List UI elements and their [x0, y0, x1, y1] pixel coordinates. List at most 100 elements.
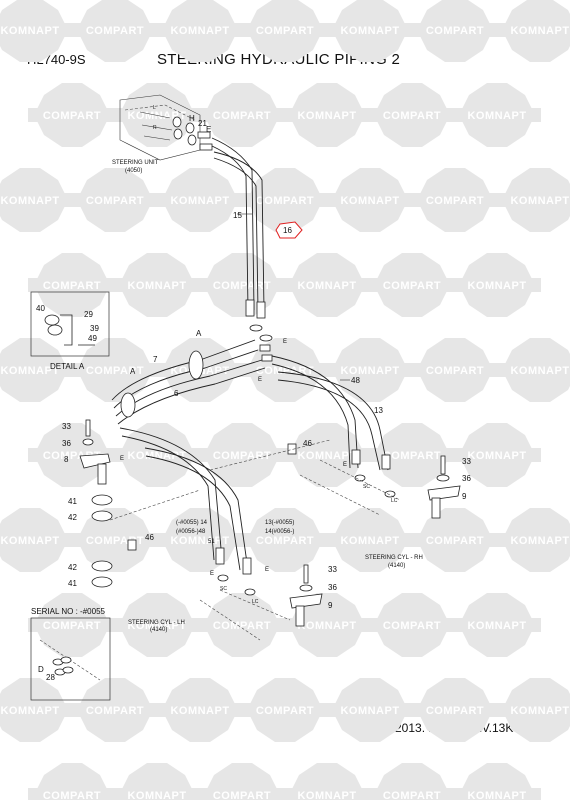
watermark-badge: COMPART	[411, 678, 499, 742]
label-14-0056: 14(#0056-)	[265, 529, 294, 535]
watermark-badge: COMPART	[198, 423, 286, 487]
watermark-text: KOMNAPT	[510, 535, 569, 547]
watermark-badge: KOMNAPT	[283, 763, 371, 800]
callout-9b: 9	[328, 601, 333, 610]
watermark-badge: KOMNAPT	[326, 168, 414, 232]
watermark-text: KOMNAPT	[340, 195, 399, 207]
watermark-badge: COMPART	[411, 508, 499, 572]
mid-labels: 46 46 (-#0055) 14 (#0056-)48 51 13(-#005…	[109, 439, 331, 551]
watermark-text: KOMNAPT	[297, 790, 356, 800]
steering-cyl-lh-label: STEERING CYL - LH	[128, 620, 185, 626]
watermark-text: COMPART	[213, 790, 271, 800]
callout-36b: 36	[462, 474, 471, 483]
watermark-text: KOMNAPT	[0, 705, 59, 717]
watermark-badge: COMPART	[71, 338, 159, 402]
watermark-text: COMPART	[256, 365, 314, 377]
watermark-badge: COMPART	[241, 0, 329, 62]
watermark-text: KOMNAPT	[340, 25, 399, 37]
serial-no-label: SERIAL NO : -#0055	[31, 607, 106, 616]
watermark-badge: COMPART	[28, 763, 116, 800]
watermark-badge: COMPART	[71, 678, 159, 742]
callout-51: 51	[208, 539, 215, 545]
callout-e-lh2: E	[265, 567, 269, 573]
watermark-text: COMPART	[383, 280, 441, 292]
steering-cyl-lh-number: (4140)	[150, 627, 167, 633]
watermark-badge: KOMNAPT	[283, 83, 371, 147]
callout-29: 29	[84, 310, 93, 319]
watermark-badge: KOMNAPT	[283, 253, 371, 317]
watermark-text: COMPART	[86, 25, 144, 37]
callout-33a: 33	[62, 422, 71, 431]
watermark-badge: COMPART	[411, 338, 499, 402]
watermark-text: KOMNAPT	[467, 450, 526, 462]
callout-e-mid1: E	[283, 339, 287, 345]
watermark-text: KOMNAPT	[340, 535, 399, 547]
callout-h: H	[189, 114, 195, 123]
watermark-badge: KOMNAPT	[113, 253, 201, 317]
callout-8: 8	[64, 455, 69, 464]
watermark-text: KOMNAPT	[467, 110, 526, 122]
callout-40: 40	[36, 304, 45, 313]
watermark-badge: KOMNAPT	[283, 423, 371, 487]
watermark-text: COMPART	[383, 450, 441, 462]
pipes-6-7: A A 7 6 E	[111, 329, 273, 425]
watermark-text: COMPART	[43, 280, 101, 292]
watermark-text: KOMNAPT	[127, 620, 186, 632]
watermark-badge: KOMNAPT	[0, 0, 74, 62]
watermark-text: COMPART	[426, 705, 484, 717]
callout-39: 39	[90, 324, 99, 333]
watermark-badge: KOMNAPT	[283, 593, 371, 657]
hose-15-16: 15 16 E	[211, 137, 303, 345]
watermark-text: KOMNAPT	[297, 620, 356, 632]
watermark-badge: KOMNAPT	[0, 508, 74, 572]
steering-unit-group: L R STEERING UNIT (4050) H 21 E	[112, 94, 213, 174]
callout-41a: 41	[68, 497, 77, 506]
serial-box: SERIAL NO : -#0055 D 28	[30, 607, 111, 701]
watermark-badge: KOMNAPT	[453, 763, 541, 800]
detail-a-box: 40 29 39 49 DETAIL A	[30, 291, 110, 371]
callout-46b: 46	[145, 533, 154, 542]
watermark-text: KOMNAPT	[170, 195, 229, 207]
watermark-text: COMPART	[213, 620, 271, 632]
watermark-badge: KOMNAPT	[0, 168, 74, 232]
watermark-text: KOMNAPT	[170, 535, 229, 547]
watermark-badge: KOMNAPT	[453, 593, 541, 657]
callout-16: 16	[283, 226, 292, 235]
watermark-text: COMPART	[86, 365, 144, 377]
watermark-text: COMPART	[213, 450, 271, 462]
steering-unit-label: STEERING UNIT	[112, 160, 159, 166]
watermark-text: KOMNAPT	[510, 705, 569, 717]
watermark-badge: KOMNAPT	[113, 593, 201, 657]
callout-sc-lh: SC	[220, 586, 227, 592]
watermark-badge: COMPART	[241, 168, 329, 232]
watermark-badge: KOMNAPT	[326, 678, 414, 742]
callout-33b: 33	[462, 457, 471, 466]
callout-7: 7	[153, 355, 158, 364]
watermark-badge: COMPART	[368, 253, 456, 317]
watermark-text: KOMNAPT	[467, 280, 526, 292]
watermark-badge: COMPART	[71, 508, 159, 572]
watermark-badge: KOMNAPT	[156, 508, 244, 572]
watermark-text: KOMNAPT	[0, 195, 59, 207]
watermark-text: KOMNAPT	[297, 450, 356, 462]
watermark-badge: COMPART	[28, 83, 116, 147]
steering-cyl-rh-number: (4140)	[388, 563, 405, 569]
watermark-badge: KOMNAPT	[453, 253, 541, 317]
watermark-text: COMPART	[426, 365, 484, 377]
watermark-text: KOMNAPT	[127, 790, 186, 800]
watermark-badge: KOMNAPT	[0, 338, 74, 402]
left-mount-group: 33 36 8 41 42 42 41	[62, 419, 113, 588]
callout-e-mid2: E	[258, 377, 262, 383]
callout-15: 15	[233, 211, 242, 220]
watermark-text: COMPART	[43, 620, 101, 632]
hoses-48-13: 48 13 E SC LC	[271, 355, 398, 504]
watermark-text: COMPART	[426, 195, 484, 207]
watermark-badge: COMPART	[28, 253, 116, 317]
watermark-text: COMPART	[426, 535, 484, 547]
watermark-badge: COMPART	[368, 763, 456, 800]
watermark-badge: KOMNAPT	[113, 423, 201, 487]
watermark-text: KOMNAPT	[467, 620, 526, 632]
watermark-badge: KOMNAPT	[496, 338, 570, 402]
watermark-text: COMPART	[86, 195, 144, 207]
